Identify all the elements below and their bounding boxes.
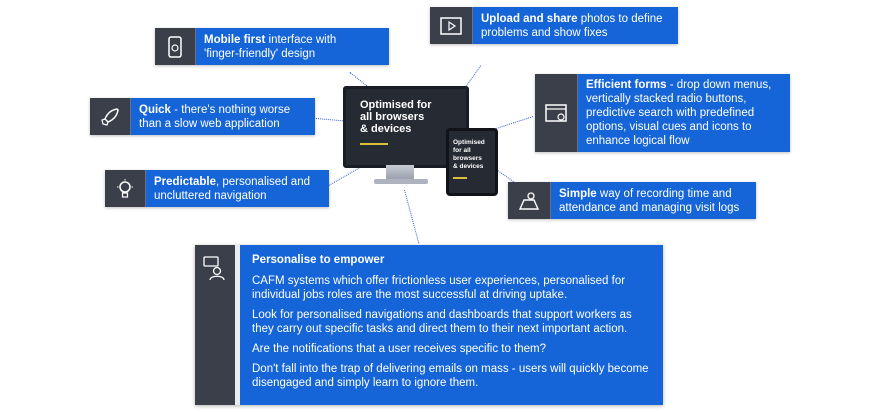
card-efficient-forms: Efficient forms - drop down menus, verti…: [535, 74, 790, 152]
mobile-touch-icon: [155, 28, 196, 65]
card-upload-share: Upload and share photos to define proble…: [430, 7, 678, 44]
accent-line: [453, 177, 467, 179]
paragraph: Are the notifications that a user receiv…: [252, 343, 547, 355]
paragraph: CAFM systems which offer frictionless us…: [252, 275, 626, 301]
monitor-base: [374, 179, 428, 184]
connector: [404, 190, 420, 244]
tablet: Optimised for all browsers & devices: [446, 128, 498, 196]
accent-line: [360, 143, 388, 145]
ghost-text: ​: [32, 44, 162, 56]
video-player-icon: [430, 7, 473, 44]
card-personalise: Personalise to empower CAFM systems whic…: [195, 245, 663, 405]
card-mobile-first: Mobile first interface with 'finger-frie…: [155, 28, 389, 65]
monitor-label: Optimised for all browsers & devices: [360, 99, 432, 135]
monitor-stand: [386, 165, 414, 179]
map-pin-icon: [508, 182, 551, 219]
card-quick: Quick - there's nothing worse than a slo…: [90, 98, 315, 135]
paragraph: Look for personalised navigations and da…: [252, 309, 632, 335]
divider: [235, 245, 240, 405]
tablet-label: Optimised for all browsers & devices: [453, 139, 485, 170]
lightbulb-icon: [105, 170, 146, 207]
monitor: Optimised for all browsers & devices: [343, 86, 469, 168]
rocket-icon: [90, 98, 131, 135]
form-window-icon: [535, 74, 578, 152]
personalise-title: Personalise to empower: [252, 254, 385, 266]
card-simple: Simple way of recording time and attenda…: [508, 182, 756, 219]
paragraph: Don't fall into the trap of delivering e…: [252, 363, 649, 389]
card-predictable: Predictable, personalised and uncluttere…: [105, 170, 329, 207]
user-chat-icon: [195, 245, 235, 405]
